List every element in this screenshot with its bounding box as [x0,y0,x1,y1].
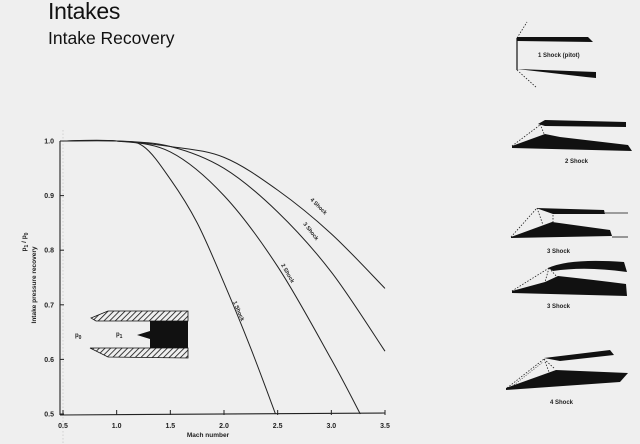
y-ticks: 0.5 0.6 0.7 0.8 0.9 1.0 [44,139,64,419]
diagram-3-shock-a: 3 Shock [510,207,628,255]
svg-text:p1 / p0: p1 / p0 [21,232,30,251]
y-tick-label: 0.8 [44,248,54,255]
axes: 0.5 0.6 0.7 0.8 0.9 1.0 0.5 1.0 1.5 2.0 2.5 3.0 3.5… [21,139,390,440]
diagram-label-3-shock-a: 3 Shock [547,249,571,255]
x-tick-label: 0.5 [58,423,68,430]
x-tick-label: 2.0 [219,423,229,430]
diagram-label-2-shock: 2 Shock [565,159,589,165]
diagram-2-shock: 2 Shock [511,120,632,165]
x-tick-label: 3.0 [326,423,336,430]
curve-2-shock [62,139,361,415]
y-axis-symbol: p1 / p0 [21,232,30,251]
curve-label-4-shock: 4 Shock [309,197,329,217]
page-title: Intakes [48,0,121,24]
p0-label: p0 [75,333,82,341]
inset-intake-diagram: p0 p1 [75,310,189,359]
diagram-label-4-shock: 4 Shock [550,400,574,406]
y-tick-label: 0.5 [44,412,54,419]
y-axis-label: Intake pressure recovery [31,246,38,323]
diagram-label-3-shock-b: 3 Shock [547,304,571,310]
curves [62,139,386,415]
y-tick-label: 1.0 [44,139,54,146]
x-axis [59,412,386,416]
diagram-pitot-intake: 1 Shock (pitot) [516,21,596,89]
y-tick-label: 0.9 [44,193,54,200]
y-tick-label: 0.7 [44,302,54,309]
curve-4-shock [62,140,386,289]
x-tick-label: 1.5 [165,423,175,430]
curve-label-1-shock: 1 Shock [231,300,245,323]
p1-label: p1 [116,332,123,340]
x-tick-label: 1.0 [112,423,122,430]
diagram-4-shock: 4 Shock [506,350,628,406]
y-tick-label: 0.6 [44,357,54,364]
x-tick-label: 2.5 [273,423,283,430]
x-axis-label: Mach number [187,432,230,439]
diagram-3-shock-b: 3 Shock [511,260,627,310]
page-subtitle: Intake Recovery [48,28,175,48]
diagram-label-pitot: 1 Shock (pitot) [538,53,580,59]
x-tick-label: 3.5 [380,423,390,430]
curve-labels: 1 Shock 2 Shock 3 Shock 4 Shock [231,197,328,323]
x-ticks: 0.5 1.0 1.5 2.0 2.5 3.0 3.5 [58,410,390,430]
